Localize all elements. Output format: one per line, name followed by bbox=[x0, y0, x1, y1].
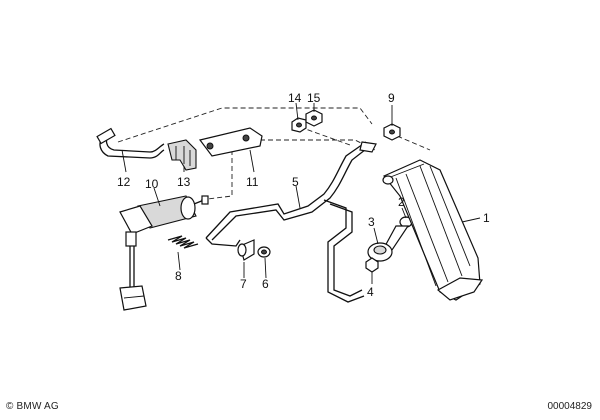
nut-9-part bbox=[383, 123, 401, 141]
clip-part bbox=[167, 139, 197, 171]
callout-8: 8 bbox=[175, 269, 182, 283]
grommet-part bbox=[257, 246, 271, 258]
control-unit-part bbox=[119, 195, 209, 247]
nut-4-part bbox=[365, 257, 379, 273]
callout-12: 12 bbox=[117, 175, 131, 189]
copyright-text: © BMW AG bbox=[6, 401, 59, 412]
callout-4: 4 bbox=[367, 285, 374, 299]
callout-9: 9 bbox=[388, 91, 395, 105]
callout-5: 5 bbox=[292, 175, 299, 189]
callout-15: 15 bbox=[307, 91, 321, 105]
nut-14-part bbox=[291, 117, 307, 133]
callout-3: 3 bbox=[368, 215, 375, 229]
callout-6: 6 bbox=[262, 277, 269, 291]
figure-number: 00004829 bbox=[547, 401, 593, 412]
stop-part bbox=[367, 242, 393, 262]
spring-part bbox=[167, 235, 199, 249]
hose-part bbox=[96, 127, 165, 159]
callout-14: 14 bbox=[288, 91, 302, 105]
callout-2: 2 bbox=[398, 195, 405, 209]
callout-11: 11 bbox=[246, 175, 259, 189]
callout-labels: 1 2 3 4 5 6 7 8 9 10 11 12 13 14 15 bbox=[117, 91, 490, 299]
callout-7: 7 bbox=[240, 277, 247, 291]
connector-part bbox=[119, 246, 147, 311]
bracket-part bbox=[198, 127, 263, 157]
callout-1: 1 bbox=[483, 211, 490, 225]
accelerator-pedal-part bbox=[382, 159, 484, 301]
accelerator-rod-part bbox=[205, 141, 377, 303]
leader-lines bbox=[121, 102, 481, 284]
callout-10: 10 bbox=[145, 177, 159, 191]
bushing-part bbox=[237, 239, 255, 261]
callout-13: 13 bbox=[177, 175, 191, 189]
nut-15-part bbox=[305, 109, 323, 127]
